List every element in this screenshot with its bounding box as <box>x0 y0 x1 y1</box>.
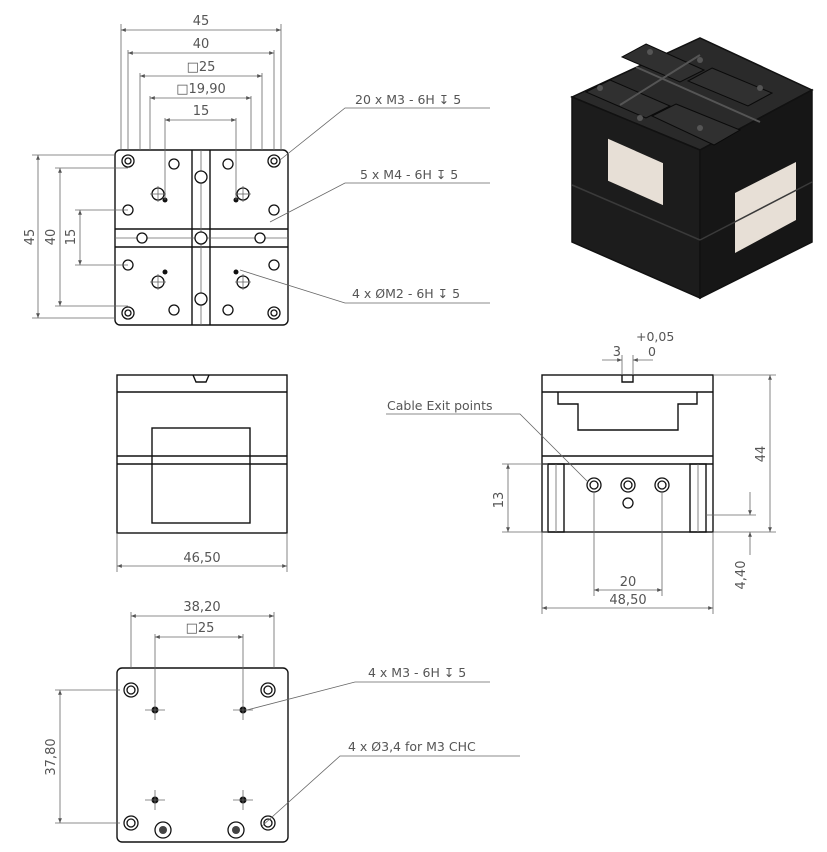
bottom-m3-holes <box>151 706 247 804</box>
iso-label-left <box>608 138 663 206</box>
callout-cbore-bottom: 4 x Ø3,4 for M3 CHC <box>348 739 476 754</box>
dim-side-tolerance: +0,05 <box>636 329 674 344</box>
dim-side-slot-3: 3 <box>613 345 621 360</box>
dim-front-4650: 46,50 <box>183 551 220 566</box>
dim-top-square-1990: □19,90 <box>176 82 226 97</box>
side-view-outline <box>541 374 714 533</box>
cable-exit-holes <box>586 477 670 509</box>
top-view-outline <box>114 149 289 326</box>
dim-left-15: 15 <box>64 229 79 246</box>
bottom-view-outline <box>116 667 289 843</box>
dim-bottom-3820: 38,20 <box>183 600 220 615</box>
callout-m3-top: 20 x M3 - 6H ↧ 5 <box>355 92 461 107</box>
dim-side-4850: 48,50 <box>609 593 646 608</box>
bottom-view: 38,20 □25 37,80 4 x M3 - 6H ↧ 5 4 x Ø3,4… <box>44 600 520 843</box>
iso-label-right <box>735 162 796 253</box>
dim-side-tolerance-0: 0 <box>648 344 656 359</box>
isometric-view <box>570 37 814 300</box>
front-view-outline <box>116 374 288 534</box>
dim-left-45: 45 <box>23 229 38 246</box>
top-m3-holes <box>121 154 281 320</box>
dim-left-40: 40 <box>44 229 59 246</box>
top-view: 45 40 □25 □19,90 15 45 40 15 20 x M3 - 6… <box>23 14 490 326</box>
dim-bottom-3780: 37,80 <box>44 738 59 775</box>
dim-top-square-25: □25 <box>187 60 216 75</box>
dim-top-40: 40 <box>193 37 210 52</box>
dim-side-44: 44 <box>754 446 769 463</box>
dim-bottom-square-25: □25 <box>186 621 215 636</box>
callout-m2-top: 4 x ØM2 - 6H ↧ 5 <box>352 286 460 301</box>
dim-side-440: 4,40 <box>734 561 749 590</box>
front-view: 46,50 <box>116 374 288 572</box>
side-view: Cable Exit points +0,05 3 0 44 13 4,40 2… <box>386 329 776 614</box>
front-label-panel <box>151 427 251 524</box>
bottom-cbore-holes <box>123 682 276 831</box>
callout-m4-top: 5 x M4 - 6H ↧ 5 <box>360 167 458 182</box>
callout-m3-bottom: 4 x M3 - 6H ↧ 5 <box>368 665 466 680</box>
bottom-connectors <box>154 821 245 839</box>
top-m4-holes <box>151 170 250 306</box>
callout-cable-exit: Cable Exit points <box>387 398 493 413</box>
dim-top-45: 45 <box>193 14 210 29</box>
dim-side-20: 20 <box>620 575 637 590</box>
dim-side-13: 13 <box>492 492 507 509</box>
dim-top-15: 15 <box>193 104 210 119</box>
